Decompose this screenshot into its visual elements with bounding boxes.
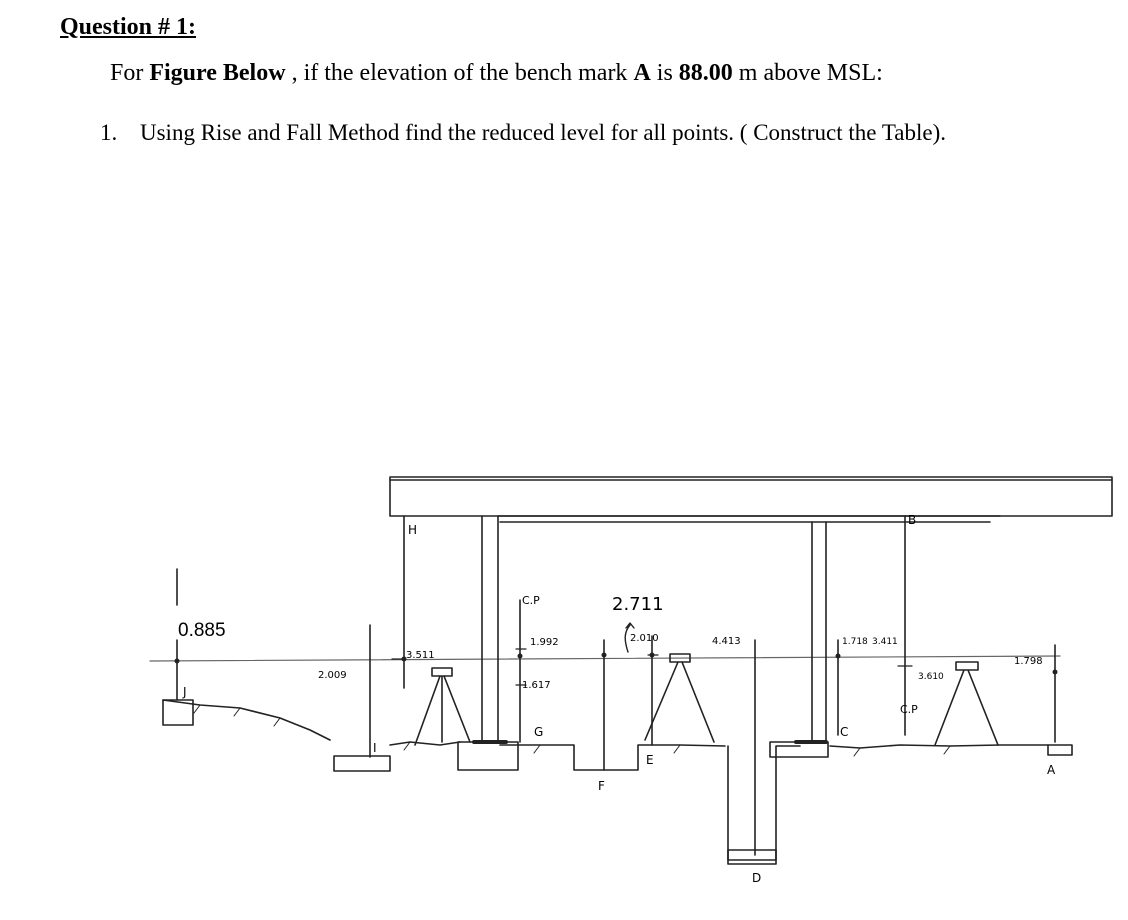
task-text: Using Rise and Fall Method find the redu… [140, 120, 946, 145]
point-label-H: H [408, 523, 417, 537]
reading-B: 3.411 [872, 637, 898, 647]
point-label-G: G [534, 725, 543, 739]
intro-mid: , if the elevation of the bench mark [285, 60, 634, 86]
reading-I: 2.009 [318, 670, 347, 681]
sight-point-J [174, 658, 180, 664]
bridge-pier-left [481, 515, 1001, 743]
question-intro: For Figure Below , if the elevation of t… [110, 60, 883, 87]
sight-point-A [1052, 669, 1058, 675]
intro-is: is [650, 60, 679, 86]
question-heading: Question # 1: [60, 14, 197, 40]
task-number: 1. [100, 120, 118, 145]
block-I [333, 755, 391, 772]
point-label-J: J [182, 685, 187, 699]
point-label-C: C [840, 725, 848, 739]
staff-ticks [391, 648, 913, 686]
line-of-sight [149, 655, 1061, 662]
block-D [727, 849, 777, 865]
sight-point-C [835, 653, 841, 659]
block-J [162, 699, 194, 726]
ground-hatch [193, 704, 951, 757]
change-point-label-2: C.P [900, 703, 918, 716]
reading-D: 4.413 [712, 636, 741, 647]
instrument-2 [644, 653, 715, 743]
rise-arrow [624, 622, 635, 653]
reading-E-bs: 2.010 [630, 633, 659, 644]
point-label-E: E [646, 753, 654, 767]
intro-prefix: For [110, 60, 150, 86]
reading-A: 1.798 [1014, 656, 1043, 667]
reading-C-bs: 1.718 [842, 637, 868, 647]
instrument-1 [414, 667, 471, 746]
instrument-3 [934, 661, 999, 746]
point-label-A: A [1047, 763, 1056, 777]
point-label-D: D [752, 871, 761, 885]
reading-J: 0.885 [178, 620, 226, 641]
bridge-pier-right [811, 521, 827, 743]
point-label-B: B [908, 513, 916, 527]
change-point-label-1: C.P [522, 594, 540, 607]
block-C [769, 741, 829, 758]
sight-point-G [517, 653, 523, 659]
sight-point-F [601, 652, 607, 658]
reading-G-fs: 1.617 [522, 680, 551, 691]
reading-H: 3.511 [406, 650, 435, 661]
intro-benchmark: A [633, 60, 651, 86]
intro-figure-ref: Figure Below [149, 60, 286, 86]
point-label-F: F [598, 779, 605, 793]
sight-point-E [649, 652, 655, 658]
sight-points [174, 652, 1058, 675]
block-G [457, 741, 519, 771]
reading-C-fs: 3.610 [918, 672, 944, 682]
task-item: 1. Using Rise and Fall Method find the re… [100, 120, 946, 146]
intro-suffix: m above MSL: [732, 60, 883, 86]
sight-point-H [401, 656, 407, 662]
reading-F: 2.711 [612, 594, 664, 615]
point-label-I: I [373, 741, 377, 755]
ground-profile [162, 699, 1049, 861]
reading-G-bs: 1.992 [530, 637, 559, 648]
bridge-deck [389, 476, 1113, 517]
intro-elevation: 88.00 [678, 60, 733, 86]
block-A [1047, 744, 1073, 756]
